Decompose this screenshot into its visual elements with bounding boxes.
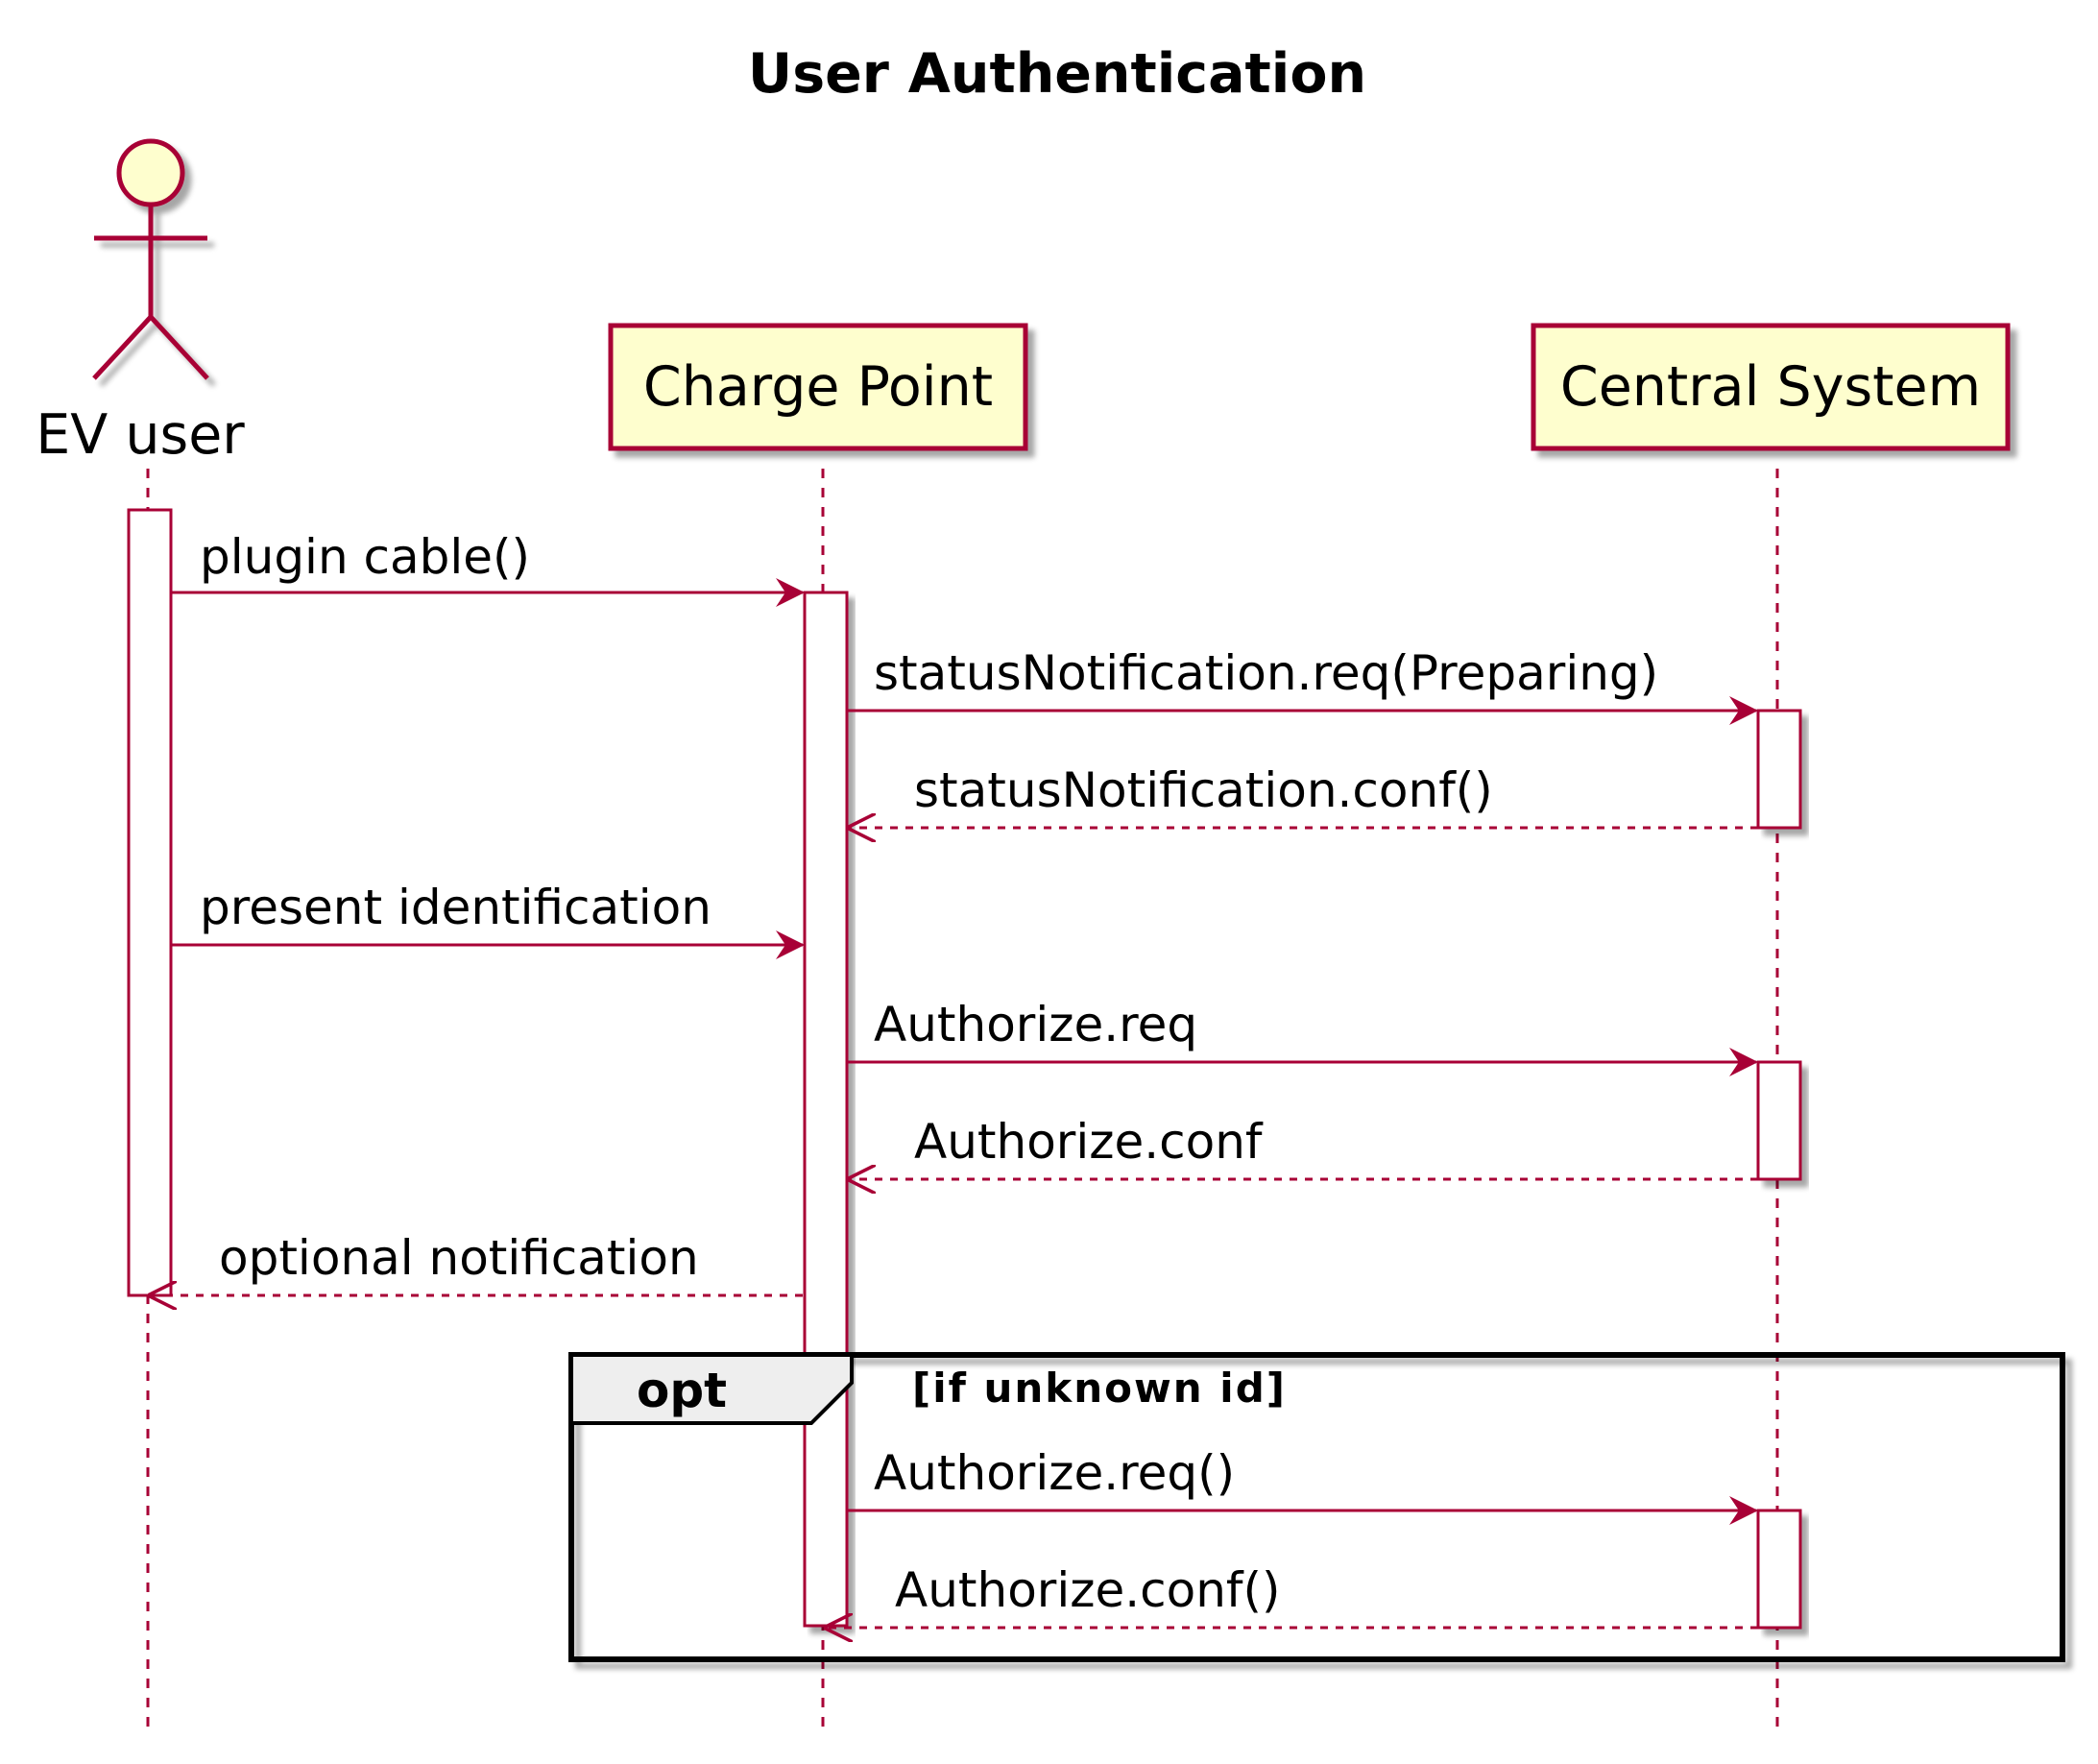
activation-central-system-3 (1756, 1509, 1802, 1630)
message-plugin-cable: plugin cable() (171, 529, 805, 607)
message-label: plugin cable() (200, 529, 530, 585)
message-label: Authorize.req() (874, 1445, 1235, 1501)
message-label: Authorize.req (874, 997, 1197, 1052)
opt-fragment-frame (568, 1352, 2065, 1662)
message-label: optional notification (219, 1230, 699, 1286)
participant-charge-point-label: Charge Point (643, 355, 993, 419)
actor-ev-user-label: EV user (36, 403, 245, 467)
message-label: statusNotification.req(Preparing) (874, 645, 1658, 701)
message-authorize-req: Authorize.req (847, 997, 1758, 1076)
message-status-notification-req: statusNotification.req(Preparing) (847, 645, 1758, 725)
message-authorize-req-opt: Authorize.req() (847, 1445, 1758, 1525)
message-label: Authorize.conf() (895, 1562, 1281, 1618)
message-status-notification-conf: statusNotification.conf() (849, 762, 1758, 828)
opt-keyword: opt (637, 1363, 727, 1418)
diagram-title: User Authentication (748, 42, 1366, 106)
message-present-identification: present identification (171, 880, 805, 959)
participant-charge-point: Charge Point (608, 323, 1028, 451)
participant-central-system: Central System (1531, 323, 2011, 451)
activation-central-system-2 (1756, 1060, 1802, 1181)
message-optional-notification: optional notification (150, 1230, 803, 1295)
message-authorize-conf: Authorize.conf (849, 1114, 1758, 1179)
message-label: Authorize.conf (914, 1114, 1264, 1170)
activation-central-system-1 (1756, 709, 1802, 830)
opt-fragment: opt [if unknown id] (568, 1352, 2065, 1662)
actor-ev-user (92, 138, 209, 380)
activation-ev-user (127, 508, 173, 1297)
opt-guard: [if unknown id] (912, 1365, 1287, 1412)
message-label: present identification (200, 880, 711, 935)
message-label: statusNotification.conf() (914, 762, 1493, 818)
opt-fragment-header (569, 1353, 854, 1425)
participant-central-system-label: Central System (1560, 355, 1981, 419)
activation-charge-point (803, 591, 849, 1628)
message-authorize-conf-opt: Authorize.conf() (826, 1562, 1758, 1628)
